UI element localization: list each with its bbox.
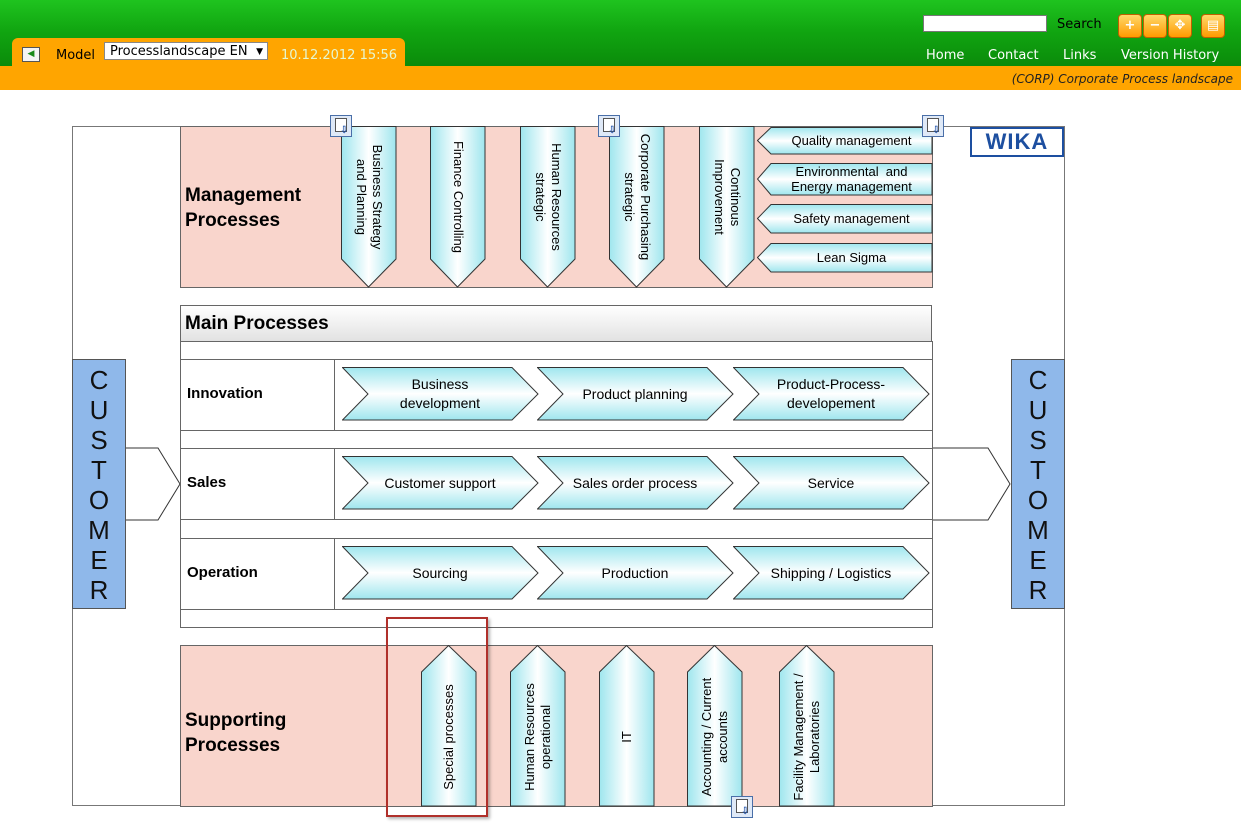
customer-letter: C — [89, 365, 109, 395]
side-process-quality-management[interactable]: Quality management — [757, 127, 934, 155]
customer-letter: S — [90, 425, 108, 455]
support-process-human-resources-operational[interactable]: Human Resources operational — [510, 645, 566, 807]
side-process-label: Safety management — [793, 211, 910, 226]
model-label: Model — [56, 48, 96, 63]
main-step-label: Shipping / Logistics — [770, 564, 892, 581]
main-step-label: Sourcing — [412, 564, 468, 581]
main-step-label: Product-Process- developement — [776, 376, 886, 411]
title-strip — [0, 66, 1241, 90]
main-step-label: Product planning — [582, 385, 688, 402]
management-title: Management Processes — [185, 185, 302, 231]
row-label: Operation — [187, 564, 258, 581]
mgmt-process-human-resources-strategic[interactable]: Human Resources strategic — [520, 126, 576, 288]
chevron-down-icon: ▼ — [256, 47, 263, 57]
main-step-label: Production — [601, 564, 669, 581]
customer-letter: R — [1028, 575, 1048, 605]
back-icon[interactable]: ◀ — [22, 47, 40, 62]
model-select[interactable]: Processlandscape EN ▼ — [104, 42, 268, 60]
mgmt-process-label: Finance Controlling — [450, 140, 466, 254]
mgmt-process-corporate-purchasing-strategic[interactable]: Corporate Purchasing strategic — [609, 126, 665, 288]
customer-letter: O — [1027, 485, 1049, 515]
main-step-label: Customer support — [384, 474, 496, 491]
document-icon[interactable]: ⇩ — [598, 115, 620, 137]
nav-version-history[interactable]: Version History — [1121, 48, 1220, 63]
mgmt-process-label: Business Strategy and Planning — [353, 144, 385, 250]
main-step-product-planning[interactable]: Product planning — [537, 367, 734, 421]
support-process-label: Human Resources operational — [521, 683, 553, 791]
main-step-sales-order-process[interactable]: Sales order process — [537, 456, 734, 510]
nav-home[interactable]: Home — [926, 48, 965, 63]
support-process-label: Special processes — [440, 684, 456, 790]
mgmt-process-label: Human Resources strategic — [532, 143, 564, 251]
support-process-accounting-current-accounts[interactable]: Accounting / Current accounts — [687, 645, 743, 807]
supporting-title: Supporting Processes — [185, 710, 287, 756]
customer-left-arrow — [120, 447, 181, 521]
search-button[interactable]: Search — [1057, 17, 1102, 32]
support-process-label: Facility Management / Laboratories — [790, 673, 822, 801]
search-input[interactable] — [923, 15, 1047, 32]
mgmt-process-label: Corporate Purchasing strategic — [621, 133, 653, 261]
mgmt-process-business-strategy-and-planning[interactable]: Business Strategy and Planning — [341, 126, 397, 288]
support-process-facility-management-laboratories[interactable]: Facility Management / Laboratories — [779, 645, 835, 807]
support-process-label: IT — [618, 731, 634, 743]
customer-letter: O — [88, 485, 110, 515]
document-icon[interactable]: ⇩ — [330, 115, 352, 137]
row-label: Sales — [187, 474, 227, 491]
row-label: Innovation — [187, 385, 263, 402]
main-step-label: Business development — [399, 376, 481, 411]
side-process-lean-sigma[interactable]: Lean Sigma — [757, 243, 934, 273]
document-icon[interactable]: ⇩ — [731, 796, 753, 818]
customer-letter: S — [1029, 425, 1047, 455]
mgmt-process-finance-controlling[interactable]: Finance Controlling — [430, 126, 486, 288]
fit-view-icon[interactable]: ✥ — [1168, 14, 1192, 38]
main-step-label: Sales order process — [572, 474, 698, 491]
support-process-special-processes[interactable]: Special processes — [421, 645, 477, 807]
model-select-value: Processlandscape EN — [110, 44, 248, 59]
customer-letter: U — [89, 395, 109, 425]
row-label-cell — [180, 448, 335, 520]
document-icon[interactable]: ⇩ — [922, 115, 944, 137]
main-step-production[interactable]: Production — [537, 546, 734, 600]
customer-letter: U — [1028, 395, 1048, 425]
customer-letter: R — [89, 575, 109, 605]
zoom-out-icon[interactable]: − — [1143, 14, 1167, 38]
main-step-service[interactable]: Service — [733, 456, 930, 510]
mgmt-process-label: Continous Improvement — [711, 159, 743, 235]
side-process-label: Lean Sigma — [816, 250, 887, 265]
timestamp: 10.12.2012 15:56 — [281, 48, 398, 63]
zoom-in-icon[interactable]: + — [1118, 14, 1142, 38]
main-step-shipping-logistics[interactable]: Shipping / Logistics — [733, 546, 930, 600]
main-step-sourcing[interactable]: Sourcing — [342, 546, 539, 600]
support-process-label: Accounting / Current accounts — [698, 677, 730, 797]
mgmt-process-continous-improvement[interactable]: Continous Improvement — [699, 126, 755, 288]
side-process-safety-management[interactable]: Safety management — [757, 204, 934, 234]
customer-letter: M — [88, 515, 110, 545]
row-label-cell — [180, 359, 335, 431]
row-label-cell — [180, 538, 335, 610]
page-title: (CORP) Corporate Process landscape — [1011, 72, 1233, 86]
main-step-business-development[interactable]: Business development — [342, 367, 539, 421]
side-process-label: Environmental and Energy management — [791, 164, 912, 194]
main-step-product-process-developement[interactable]: Product-Process- developement — [733, 367, 930, 421]
wika-logo: WIKA — [970, 127, 1064, 157]
support-process-it[interactable]: IT — [599, 645, 655, 807]
side-process-environmental-and-energy-management[interactable]: Environmental and Energy management — [757, 163, 934, 196]
print-icon[interactable]: ▤ — [1201, 14, 1225, 38]
customer-letter: E — [90, 545, 108, 575]
customer-letter: E — [1029, 545, 1047, 575]
customer-letter: C — [1028, 365, 1048, 395]
side-process-label: Quality management — [791, 133, 912, 148]
nav-links[interactable]: Links — [1063, 48, 1097, 63]
customer-letter: T — [1030, 455, 1046, 485]
customer-letter: T — [91, 455, 107, 485]
customer-right-arrow — [925, 447, 1011, 521]
main-processes-title: Main Processes — [180, 305, 932, 342]
customer-letter: M — [1027, 515, 1049, 545]
main-step-customer-support[interactable]: Customer support — [342, 456, 539, 510]
main-step-label: Service — [807, 474, 855, 491]
nav-contact[interactable]: Contact — [988, 48, 1039, 63]
